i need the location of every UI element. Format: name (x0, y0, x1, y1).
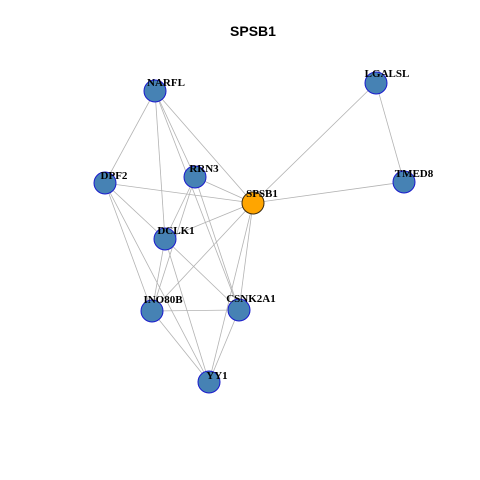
edge-narfl-spsb1 (154, 90, 254, 204)
edge-spsb1-dclk1 (164, 202, 254, 240)
edge-ino80b-csnk2a1 (151, 309, 240, 312)
node-layer (93, 71, 416, 394)
node-label-rrn3: RRN3 (189, 163, 219, 175)
node-yy1 (197, 370, 221, 394)
edge-dclk1-ino80b (151, 238, 166, 312)
node-label-ino80b: INO80B (143, 294, 183, 306)
edge-layer (104, 82, 405, 383)
node-dpf2 (93, 171, 117, 195)
edge-narfl-dpf2 (104, 90, 156, 184)
node-ino80b (140, 299, 164, 323)
edge-dpf2-spsb1 (104, 182, 254, 204)
edge-spsb1-tmed8 (252, 181, 405, 204)
edge-spsb1-ino80b (151, 202, 254, 312)
edge-narfl-csnk2a1 (154, 90, 240, 311)
node-label-tmed8: TMED8 (395, 168, 434, 180)
node-label-spsb1: SPSB1 (246, 188, 278, 200)
node-lgalsl (364, 71, 388, 95)
node-label-yy1: YY1 (206, 370, 227, 382)
node-csnk2a1 (227, 298, 251, 322)
edge-dclk1-csnk2a1 (164, 238, 240, 311)
edge-narfl-dclk1 (154, 90, 166, 240)
edge-spsb1-yy1 (208, 202, 254, 383)
diagram-title: SPSB1 (230, 23, 276, 39)
edge-dpf2-dclk1 (104, 182, 166, 240)
edge-csnk2a1-yy1 (208, 309, 240, 383)
node-label-narfl: NARFL (147, 77, 185, 89)
edge-dpf2-ino80b (104, 182, 153, 312)
node-narfl (143, 79, 167, 103)
node-rrn3 (183, 165, 207, 189)
edge-ino80b-yy1 (151, 310, 210, 383)
node-label-dclk1: DCLK1 (157, 225, 194, 237)
node-label-csnk2a1: CSNK2A1 (226, 293, 276, 305)
edge-lgalsl-tmed8 (375, 82, 405, 183)
edge-spsb1-csnk2a1 (238, 202, 254, 311)
node-label-lgalsl: LGALSL (365, 68, 410, 80)
node-tmed8 (392, 170, 416, 194)
node-dclk1 (153, 227, 177, 251)
edge-lgalsl-spsb1 (252, 82, 377, 204)
edge-narfl-rrn3 (154, 90, 196, 178)
node-spsb1 (241, 191, 265, 215)
edge-rrn3-csnk2a1 (194, 176, 240, 311)
node-label-dpf2: DPF2 (101, 170, 128, 182)
